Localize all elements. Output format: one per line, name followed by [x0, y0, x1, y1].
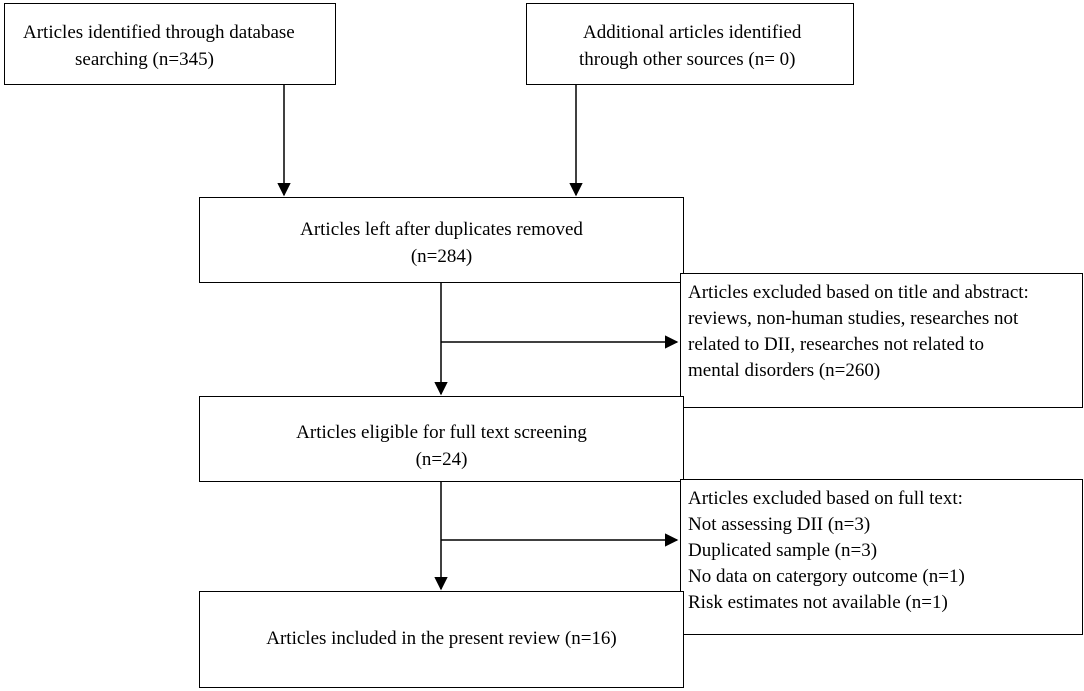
- excluded-full-line-2: Not assessing DII (n=3): [688, 514, 871, 535]
- excluded-title-line-4: mental disorders (n=260): [688, 360, 881, 381]
- excluded-title-line-3: related to DII, researches not related t…: [688, 334, 984, 355]
- box-database-search-line2: searching (n=345): [75, 49, 214, 70]
- excluded-title-line-1: Articles excluded based on title and abs…: [688, 282, 1029, 303]
- excluded-full-line-5: Risk estimates not available (n=1): [688, 592, 948, 613]
- box-included-line1: Articles included in the present review …: [266, 628, 617, 649]
- box-other-sources-line2: through other sources (n= 0): [579, 49, 796, 70]
- box-full-text-line1: Articles eligible for full text screenin…: [296, 422, 587, 443]
- box-included-review: Articles included in the present review …: [199, 591, 684, 688]
- box-after-duplicates-line1: Articles left after duplicates removed: [300, 219, 583, 240]
- box-excluded-full-text: Articles excluded based on full text: No…: [680, 479, 1083, 635]
- box-other-sources: Additional articles identified through o…: [526, 3, 854, 85]
- excluded-full-line-3: Duplicated sample (n=3): [688, 540, 878, 561]
- excluded-title-line-2: reviews, non-human studies, researches n…: [688, 308, 1019, 329]
- box-after-duplicates: Articles left after duplicates removed (…: [199, 197, 684, 283]
- box-other-sources-line1: Additional articles identified: [583, 22, 802, 43]
- excluded-full-line-1: Articles excluded based on full text:: [688, 488, 963, 509]
- excluded-full-line-4: No data on catergory outcome (n=1): [688, 566, 965, 587]
- box-excluded-title-abstract: Articles excluded based on title and abs…: [680, 273, 1083, 408]
- box-full-text-screening: Articles eligible for full text screenin…: [199, 396, 684, 482]
- box-database-search: Articles identified through database sea…: [4, 3, 336, 85]
- box-database-search-line1: Articles identified through database: [23, 22, 295, 43]
- box-after-duplicates-line2: (n=284): [410, 246, 473, 267]
- box-full-text-line2: (n=24): [415, 449, 468, 470]
